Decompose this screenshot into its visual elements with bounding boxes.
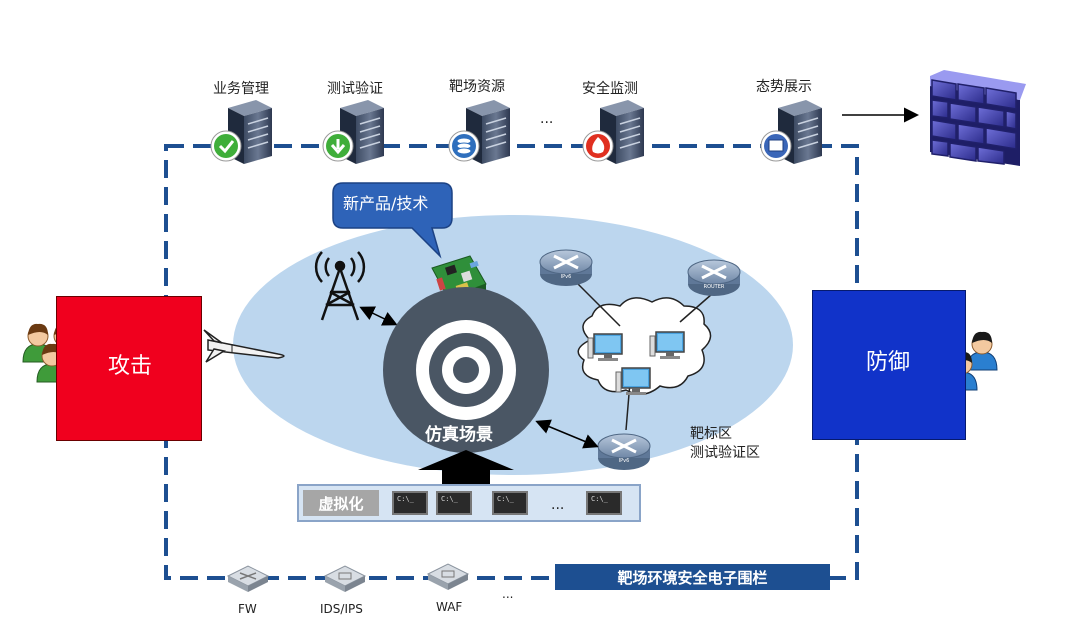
defense-label: 防御 bbox=[866, 350, 911, 375]
bottom-ellipsis: ... bbox=[502, 587, 514, 601]
firewall-wall-icon bbox=[930, 70, 1026, 166]
virtualization-label: 虚拟化 bbox=[303, 490, 379, 516]
router-icon: ROUTER bbox=[687, 259, 741, 296]
server-download-badge-icon bbox=[322, 100, 384, 164]
attack-box bbox=[56, 296, 202, 441]
terminal-icon: C:\_ bbox=[492, 491, 528, 515]
router-label: IPv6 bbox=[619, 458, 630, 464]
computer-icon bbox=[615, 367, 651, 395]
server-check-badge-icon bbox=[210, 100, 272, 164]
router-icon: IPv6 bbox=[597, 433, 651, 470]
network-cloud bbox=[577, 297, 712, 395]
up-arrow-icon bbox=[418, 450, 514, 484]
router-label: IPv6 bbox=[561, 274, 572, 280]
router-icon: IPv6 bbox=[539, 249, 593, 286]
service-label-situation-display: 态势展示 bbox=[756, 79, 812, 95]
defense-box bbox=[812, 290, 966, 440]
service-label-business-management: 业务管理 bbox=[213, 81, 269, 97]
server-monitor-badge-icon bbox=[760, 100, 822, 164]
network-device-icon bbox=[426, 563, 470, 590]
tower-link-arrow bbox=[359, 306, 398, 326]
security-fence-banner: 靶场环境安全电子围栏 bbox=[555, 564, 830, 590]
terminal-icon: C:\_ bbox=[392, 491, 428, 515]
simulation-target-icon bbox=[383, 287, 549, 453]
service-label-range-resources: 靶场资源 bbox=[449, 79, 505, 95]
device-label-waf: WAF bbox=[436, 600, 463, 614]
service-label-test-verification: 测试验证 bbox=[327, 81, 383, 97]
simulation-scene-label: 仿真场景 bbox=[425, 425, 493, 445]
network-device-icon bbox=[226, 565, 270, 592]
router-links bbox=[571, 277, 713, 431]
target-zone-label: 靶标区 bbox=[690, 426, 732, 442]
computer-icon bbox=[587, 333, 623, 361]
new-tech-callout bbox=[332, 182, 453, 259]
device-label-fw: FW bbox=[238, 602, 257, 616]
top-ellipsis: ... bbox=[540, 111, 554, 127]
antenna-tower-icon bbox=[314, 251, 366, 321]
service-label-security-monitoring: 安全监测 bbox=[582, 81, 638, 97]
test-verify-zone-label: 测试验证区 bbox=[690, 445, 760, 461]
server-database-badge-icon bbox=[448, 100, 510, 164]
server-fire-badge-icon bbox=[582, 100, 644, 164]
attack-label: 攻击 bbox=[108, 354, 153, 379]
router-label: ROUTER bbox=[704, 284, 725, 290]
missile-icon bbox=[203, 329, 285, 363]
device-label-ids-ips: IDS/IPS bbox=[320, 602, 363, 616]
terminal-icon: C:\_ bbox=[436, 491, 472, 515]
network-device-icon bbox=[323, 565, 367, 592]
callout-label: 新产品/技术 bbox=[343, 194, 429, 213]
target-router-arrow bbox=[535, 419, 599, 449]
terminal-icon: C:\_ bbox=[586, 491, 622, 515]
virtualization-ellipsis: ... bbox=[551, 497, 565, 513]
computer-icon bbox=[649, 331, 685, 359]
